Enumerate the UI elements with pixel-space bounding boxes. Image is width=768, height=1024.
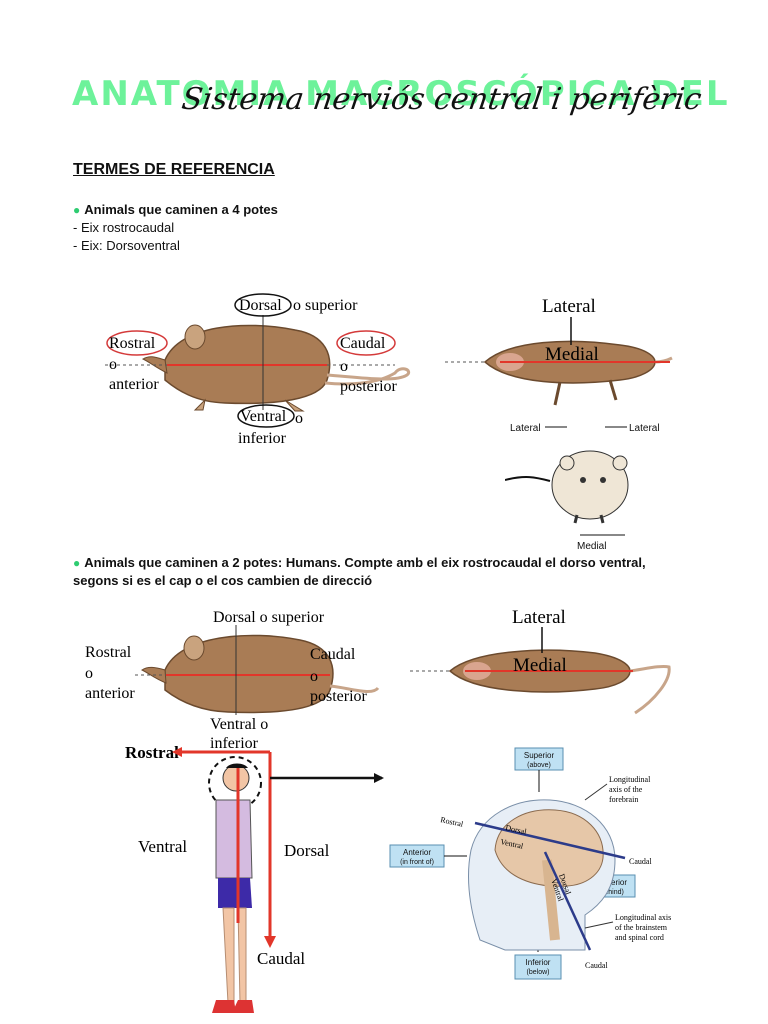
document-title: ANATOMIA MACROSCÓPICA DEL (72, 74, 730, 114)
label-rostral: Rostral (109, 335, 156, 352)
label-long-forebrain-3: forebrain (609, 795, 638, 804)
bullet-dot-icon: ● (73, 556, 81, 570)
label-caudal: Caudal (310, 646, 356, 663)
label-long-forebrain-1: Longitudinal (609, 775, 651, 784)
label-lateral: Lateral (542, 296, 596, 317)
head-pointer-arrowhead (374, 773, 384, 783)
label-anterior: anterior (109, 376, 159, 393)
label-long-forebrain-2: axis of the (609, 785, 643, 794)
section-heading: TERMES DE REFERENCIA (73, 161, 275, 178)
label-lateral-right: Lateral (629, 423, 660, 434)
label-superior: Superior (524, 751, 555, 760)
label-ventral-human: Ventral (138, 837, 187, 856)
human-axes-figure: Rostral Ventral Dorsal Caudal (125, 743, 384, 1013)
label-rostral: Rostral (85, 644, 132, 661)
rat-top-figure-2: Lateral Medial (410, 607, 671, 715)
inferior-box (514, 954, 562, 980)
label-inferior-sub: (below) (527, 969, 550, 976)
quadrupeds-label: Animals que caminen a 4 potes (84, 202, 278, 217)
label-caudal-bottom: Caudal (585, 961, 608, 970)
dorsal-circle (234, 293, 292, 317)
label-ventral: Ventral (240, 408, 287, 425)
forebrain-leader-line (584, 783, 608, 801)
bipeds-text-1: Humans. Compte amb el eix rostrocaudal e… (282, 555, 646, 570)
label-posterior: posterior (310, 688, 368, 705)
rat-top-figure-1: Lateral Medial (445, 296, 673, 406)
label-o-caudal: o (310, 668, 318, 685)
rat-front-figure: Lateral Lateral Medial (505, 423, 660, 552)
label-rostral-human: Rostral (125, 743, 179, 762)
label-rostral-brain: Rostral (440, 815, 465, 829)
label-lateral: Lateral (512, 607, 566, 628)
label-medial: Medial (545, 344, 599, 365)
label-inferior: inferior (210, 735, 259, 750)
axis-line-1: - Eix rostrocaudal (73, 220, 175, 235)
label-o-caudal: o (340, 358, 348, 375)
label-anterior: anterior (85, 685, 135, 702)
rostral-arrowhead (172, 747, 182, 757)
label-long-stem-2: of the brainstem (615, 923, 668, 932)
brain-axes-figure: Superior (above) Anterior (in front of) … (389, 747, 671, 980)
brainstem-leader-line (584, 921, 614, 929)
label-o-ventral: o (295, 410, 303, 427)
caudal-arrowhead (264, 936, 276, 948)
ventral-circle (237, 404, 295, 428)
axis-line-2: - Eix: Dorsoventral (73, 238, 180, 253)
label-inferior: inferior (238, 430, 287, 447)
bullet-dot-icon: ● (73, 203, 81, 217)
bullet-bipeds: ●Animals que caminen a 2 potes: Humans. … (73, 555, 646, 570)
label-o-rostral: o (85, 665, 93, 682)
label-ventral-o: Ventral o (210, 716, 268, 733)
label-posterior: posterior (340, 378, 398, 395)
label-caudal-right: Caudal (629, 857, 652, 866)
label-long-stem-3: and spinal cord (615, 933, 664, 942)
bullet-quadrupeds: ●Animals que caminen a 4 potes (73, 202, 278, 217)
rat-side-figure-1: Dorsal o superior Rostral o anterior Cau… (105, 293, 410, 447)
label-caudal-human: Caudal (257, 949, 305, 968)
forebrain-axis-line (474, 821, 626, 860)
label-dorsal-human: Dorsal (284, 841, 330, 860)
label-dorsal-superior: Dorsal o superior (213, 609, 325, 626)
label-anterior-sub: (in front of) (400, 859, 434, 866)
document-subtitle-script: Sistema nerviós central i perifèric (179, 82, 704, 117)
label-medial-front: Medial (577, 541, 606, 552)
label-inferior: Inferior (526, 958, 551, 967)
bipeds-text-2: segons si es el cap o el cos cambien de … (73, 573, 373, 588)
head-brain-illustration (467, 799, 616, 951)
caudal-circle (336, 330, 396, 356)
rat-front-illustration (505, 450, 629, 524)
label-posterior-sub: (behind) (598, 889, 624, 896)
label-dorsal: Dorsal (239, 297, 282, 314)
label-anterior: Anterior (403, 848, 431, 857)
label-caudal: Caudal (340, 335, 386, 352)
label-superior: o superior (293, 297, 358, 314)
label-medial: Medial (513, 655, 567, 676)
label-superior-sub: (above) (527, 762, 551, 769)
label-o-rostral: o (109, 356, 117, 373)
label-dorsal-brain: Dorsal (505, 823, 528, 836)
bipeds-label: Animals que caminen a 2 potes: (84, 555, 283, 570)
rat-side-figure-2: Dorsal o superior Rostral o anterior Cau… (85, 609, 380, 750)
human-figure-illustration (212, 763, 254, 1013)
brainstem-axis-line (543, 851, 592, 951)
label-lateral-left: Lateral (510, 423, 541, 434)
rostral-circle (106, 330, 168, 356)
label-long-stem-1: Longitudinal axis (615, 913, 671, 922)
